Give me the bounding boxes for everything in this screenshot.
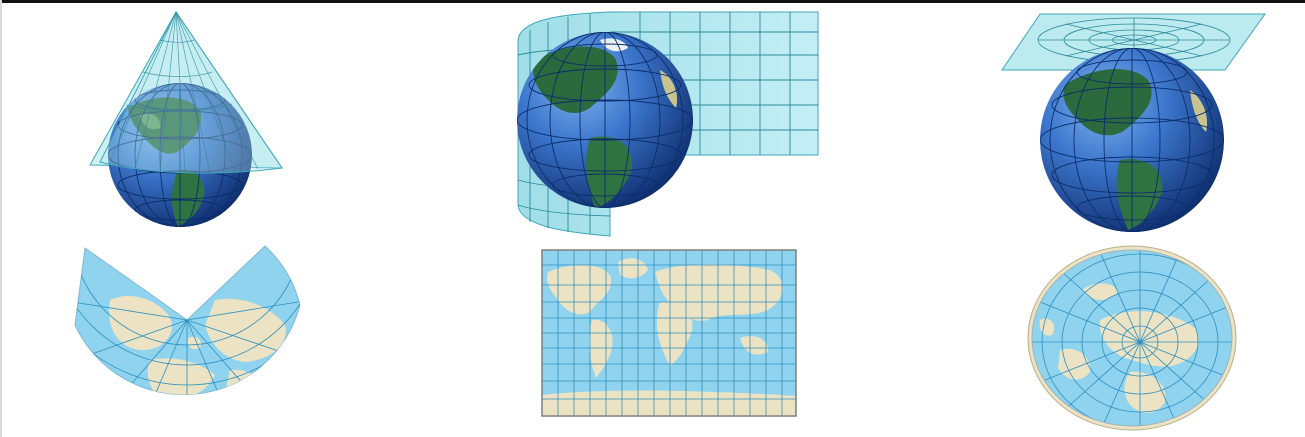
conic-projection-diagram — [90, 12, 282, 227]
planar-projection-diagram — [1002, 14, 1265, 232]
cylindrical-projection-diagram — [517, 12, 818, 236]
cone-front — [100, 12, 282, 173]
planar-map — [1028, 246, 1245, 432]
cylindrical-map — [542, 250, 796, 416]
